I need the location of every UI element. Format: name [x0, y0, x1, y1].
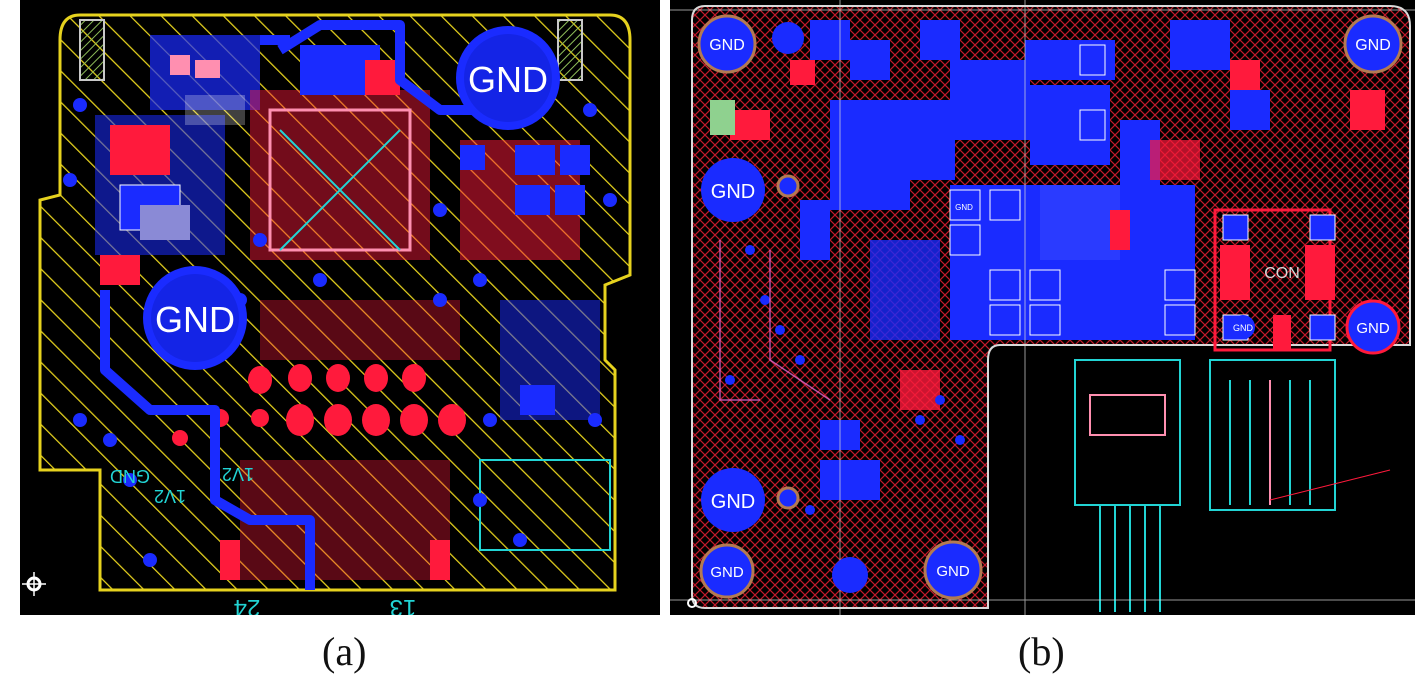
connector-left [1074, 359, 1181, 612]
pcb-b-drawing: GND [670, 0, 1415, 615]
gnd-label: GND [1233, 323, 1254, 333]
origin-marker-icon [687, 598, 697, 608]
vias-b [725, 22, 965, 593]
pcb-layout-image-b: GND [670, 0, 1415, 615]
component-cluster-a [95, 35, 611, 580]
gnd-label: GND [936, 563, 970, 580]
gnd-pad-6: GND [923, 540, 983, 600]
origin-marker-icon [22, 572, 46, 596]
silk-label: 13 [390, 594, 417, 615]
vias-a [63, 98, 617, 567]
caption-b: (b) [1018, 629, 1065, 674]
gnd-label: GND [1356, 320, 1390, 337]
gnd-label: GND [709, 37, 745, 54]
pcb-a-drawing: GND GND 24 13 GND 1V2 1V2 [22, 13, 632, 615]
gnd-pad-2: GND [1343, 14, 1403, 74]
caption-a: (a) [322, 629, 367, 674]
gnd-pad-1: GND [697, 14, 757, 74]
silk-label: 1V2 [154, 486, 186, 506]
gnd-pad-5: GND [699, 543, 755, 599]
gnd-label: GND [468, 59, 548, 100]
components-b [730, 60, 1385, 410]
silk-label: CON [1264, 265, 1300, 282]
silk-label: 1V2 [222, 464, 254, 484]
gnd-label: GND [1355, 37, 1391, 54]
gnd-label: GND [710, 564, 744, 581]
gnd-label: GND [711, 181, 755, 203]
gnd-label: GND [155, 299, 235, 340]
small-pad-group [949, 44, 1336, 341]
connector-right [1209, 359, 1336, 511]
pad-row-a [172, 364, 466, 446]
gnd-pad-4: GND [701, 468, 800, 532]
silk-label: GND [110, 466, 150, 486]
silk-label: 24 [234, 594, 261, 615]
traces-a [100, 20, 480, 590]
gnd-pad-8: GND [1231, 315, 1255, 339]
gnd-label: GND [711, 491, 755, 513]
gnd-pad-left: GND [143, 266, 247, 370]
gnd-pad-3: GND [701, 158, 800, 222]
gnd-pad-7: GND [1345, 299, 1401, 355]
pcb-layout-image-a: GND GND 24 13 GND 1V2 1V2 [20, 0, 660, 615]
small-pad-label: GND [955, 203, 973, 212]
gnd-pad-top: GND [456, 26, 560, 130]
